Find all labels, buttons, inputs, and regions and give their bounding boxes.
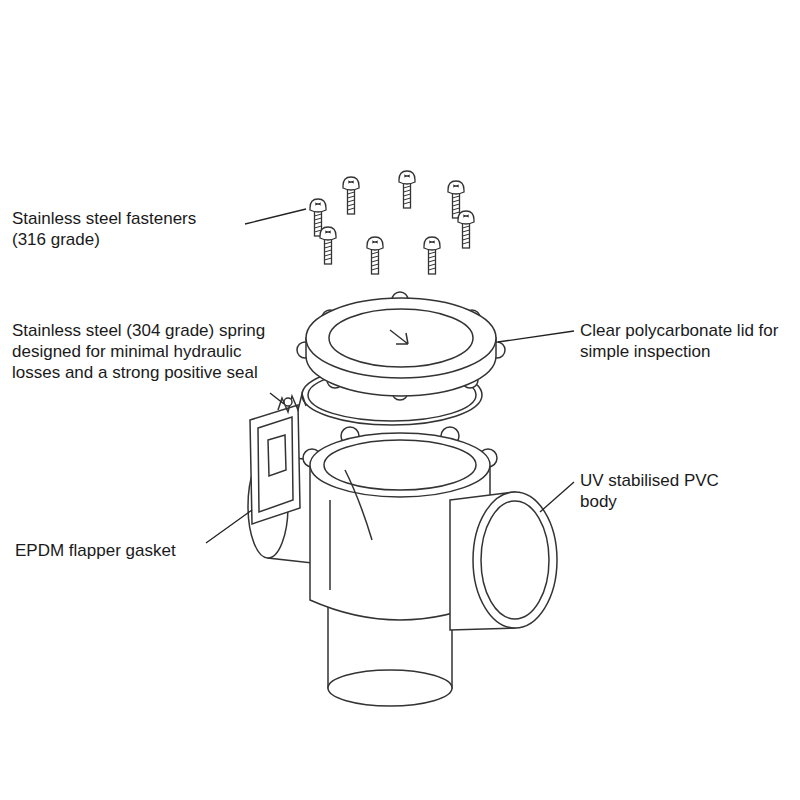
body-ribs	[330, 500, 470, 590]
leader-line	[245, 209, 306, 224]
screw	[320, 227, 336, 264]
outlet-end	[473, 492, 557, 628]
flow-arrow	[390, 330, 408, 344]
callout-label: Stainless steel (304 grade) spring desig…	[12, 320, 274, 383]
flapper	[250, 394, 306, 524]
leader-line	[498, 331, 574, 342]
flapper-rib	[268, 435, 286, 476]
fasteners	[310, 171, 474, 274]
callout-label: EPDM flapper gasket	[15, 540, 176, 561]
callout-label: Clear polycarbonate lid for simple inspe…	[580, 320, 785, 362]
screw	[399, 171, 415, 208]
callout-label: UV stabilised PVC body	[580, 470, 745, 512]
leader-line	[540, 482, 574, 512]
lid-rim	[306, 298, 496, 378]
flapper-gasket	[258, 417, 293, 512]
lid-window	[329, 309, 473, 367]
outlet-bore	[481, 501, 549, 619]
screw	[343, 177, 359, 214]
callout-label: Stainless steel fasteners (316 grade)	[12, 208, 217, 250]
lower-rim	[328, 670, 452, 706]
lid	[297, 292, 505, 400]
leader-line	[270, 393, 284, 404]
screw	[424, 237, 440, 274]
inner-wall	[345, 470, 372, 540]
top-opening	[324, 440, 476, 490]
hinge-pin	[284, 398, 292, 406]
flapper-plate	[250, 405, 300, 524]
leader-line	[206, 510, 252, 543]
top-flange	[310, 433, 490, 497]
leader-lines	[206, 209, 574, 543]
screw	[458, 211, 474, 248]
screw	[367, 237, 383, 274]
